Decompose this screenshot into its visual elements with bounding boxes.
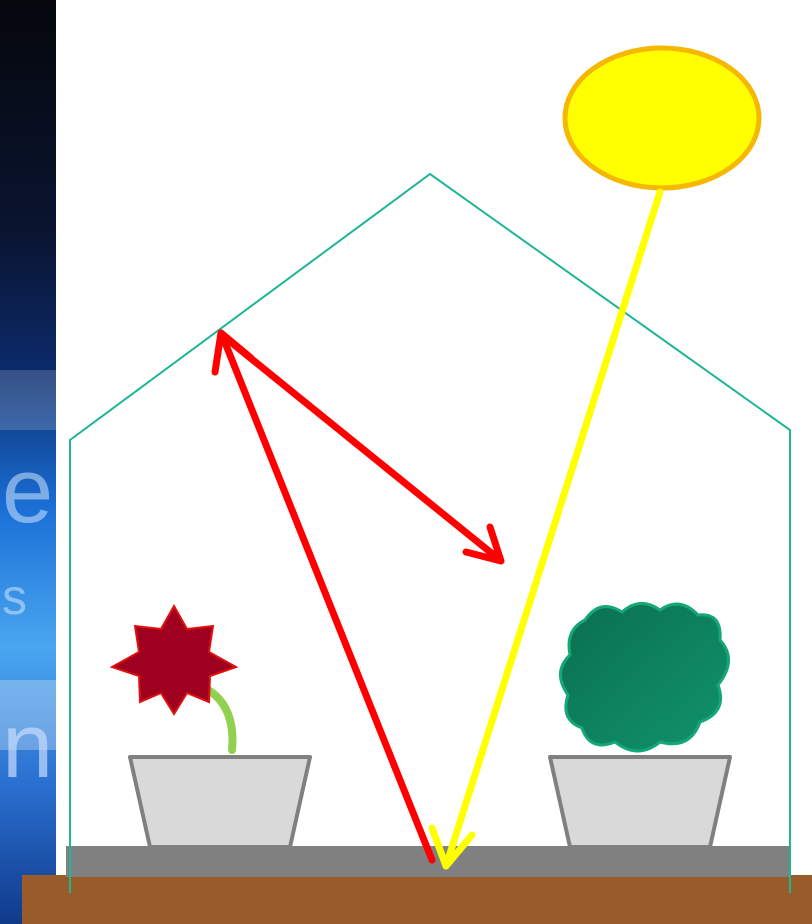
pot-icon [130, 757, 310, 847]
bush-plant-icon [560, 603, 728, 751]
sun-icon [565, 48, 759, 188]
flower-plant-icon [112, 606, 236, 750]
ground [22, 875, 812, 924]
pot-icon [550, 757, 730, 847]
